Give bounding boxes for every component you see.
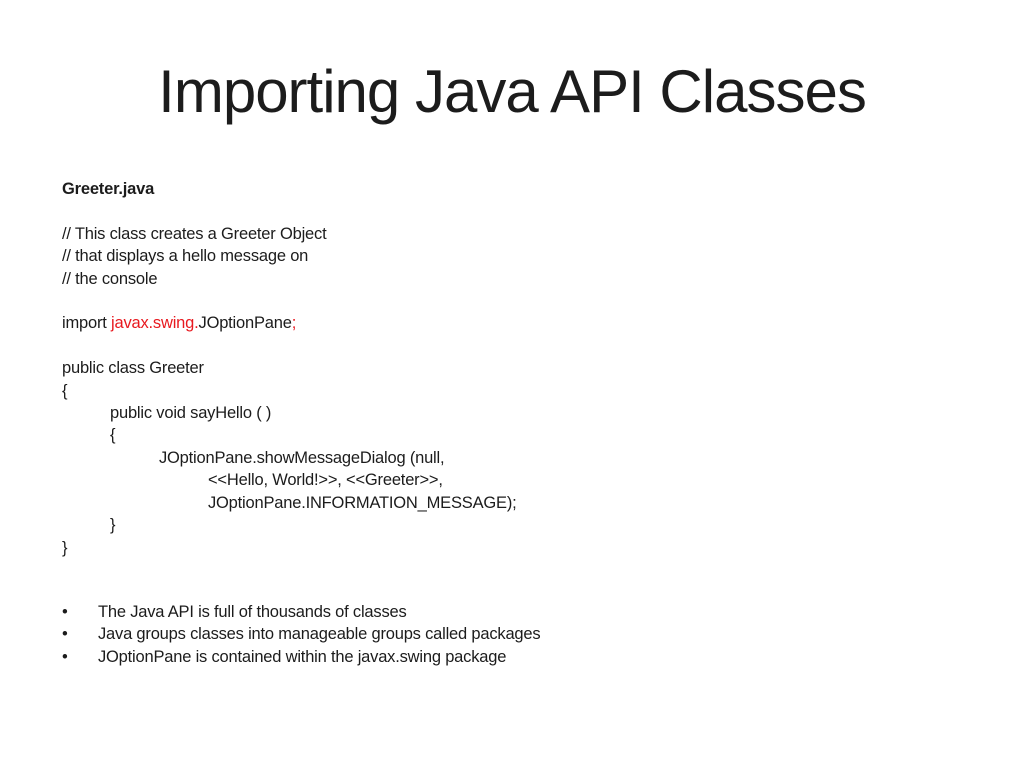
code-segment: JOptionPane [198, 314, 292, 333]
bullet-list: • The Java API is full of thousands of cl… [62, 601, 541, 668]
bullet-icon: • [62, 647, 68, 666]
code-segment-highlighted: ; [291, 314, 297, 333]
code-segment: import [62, 314, 112, 333]
code-segment-highlighted: javax.swing. [111, 314, 199, 333]
bullet-item: • JOptionPane is contained within the jav… [62, 646, 540, 668]
code-segment: Greeter.java [62, 180, 155, 198]
code-line: import javax.swing.JOptionPane; [62, 312, 517, 334]
code-line: // This class creates a Greeter Object [62, 223, 517, 245]
code-segment: { [110, 426, 116, 445]
bullet-text: JOptionPane is contained within the java… [98, 647, 507, 666]
code-line: { [62, 380, 517, 402]
slide-title: Importing Java API Classes [158, 58, 867, 125]
code-line: Greeter.java [62, 178, 517, 200]
code-line: JOptionPane.INFORMATION_MESSAGE); [62, 492, 517, 514]
code-segment: JOptionPane.showMessageDialog (null, [159, 448, 445, 467]
code-segment: } [62, 538, 68, 557]
code-line [62, 290, 517, 312]
code-segment: <<Hello, World!>>, <<Greeter>>, [208, 471, 443, 490]
bullet-icon: • [62, 603, 68, 621]
code-line: <<Hello, World!>>, <<Greeter>>, [62, 469, 517, 491]
code-block: Greeter.java // This class creates a Gre… [62, 178, 517, 559]
code-line: JOptionPane.showMessageDialog (null, [62, 447, 517, 469]
code-line [62, 200, 517, 222]
code-line [62, 335, 517, 357]
bullet-icon: • [62, 625, 68, 644]
code-line: { [62, 424, 517, 446]
code-segment: // This class creates a Greeter Object [62, 224, 327, 243]
code-segment: JOptionPane.INFORMATION_MESSAGE); [208, 493, 517, 512]
code-segment: // the console [62, 269, 158, 288]
code-segment: } [110, 516, 116, 535]
bullet-item: • The Java API is full of thousands of cl… [62, 601, 540, 623]
code-segment: // that displays a hello message on [62, 247, 309, 266]
code-line: // the console [62, 268, 517, 290]
code-line: // that displays a hello message on [62, 245, 517, 267]
code-segment: public void sayHello ( ) [110, 404, 272, 423]
code-line: } [62, 514, 517, 536]
code-line: public void sayHello ( ) [62, 402, 517, 424]
bullet-item: • Java groups classes into manageable gro… [62, 623, 541, 645]
bullet-text: Java groups classes into manageable grou… [98, 625, 541, 644]
code-line: public class Greeter [62, 357, 517, 379]
code-line: } [62, 537, 517, 559]
code-segment: { [62, 381, 68, 400]
code-segment: public class Greeter [62, 359, 204, 378]
bullet-text: The Java API is full of thousands of cla… [98, 603, 407, 621]
